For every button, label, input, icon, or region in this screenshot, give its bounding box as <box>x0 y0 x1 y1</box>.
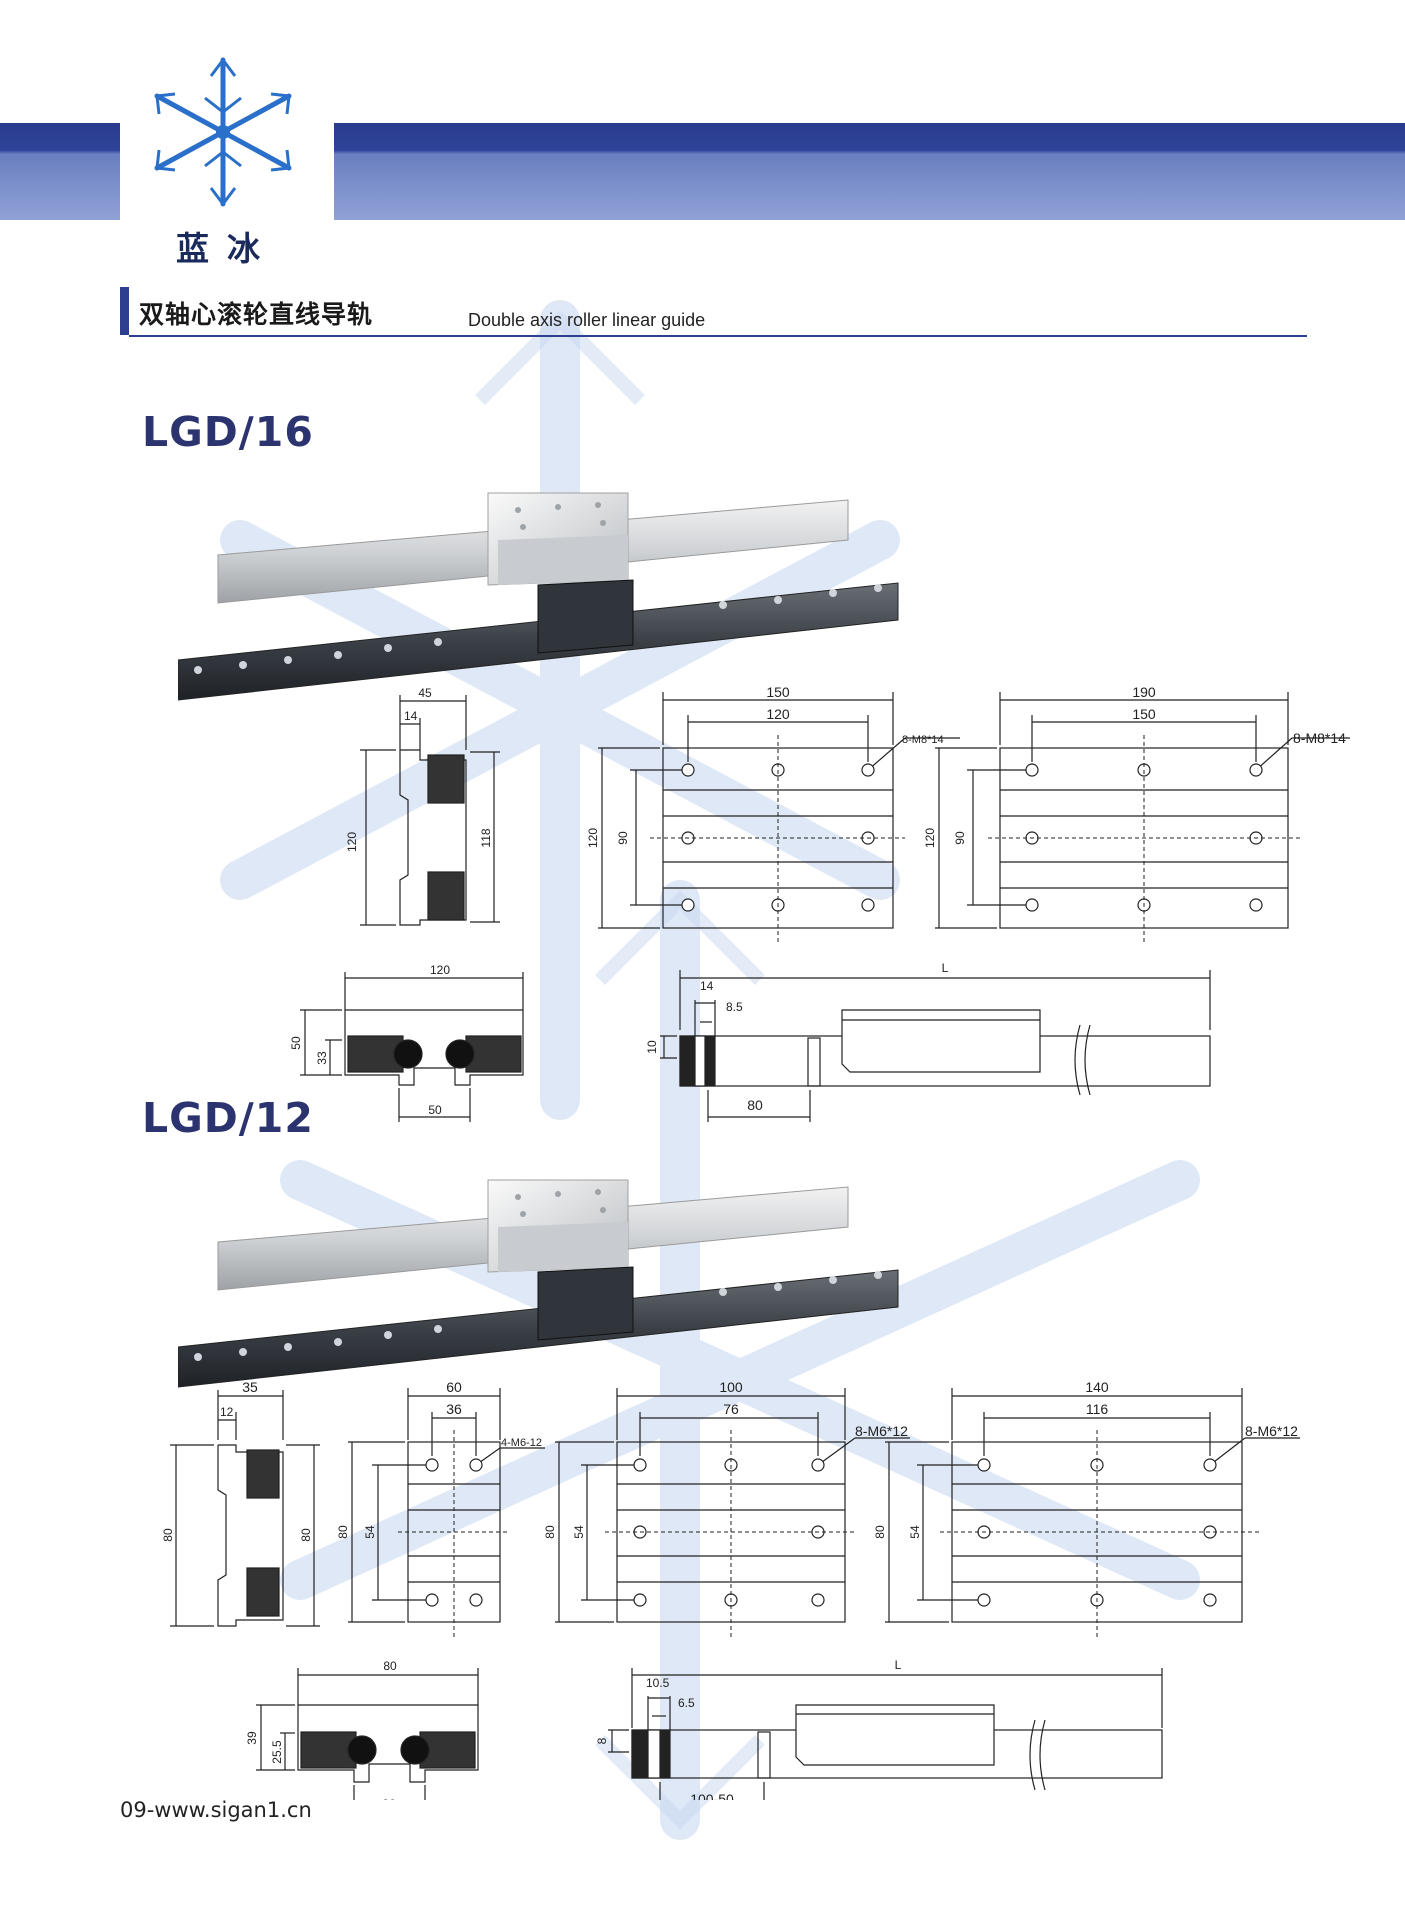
rail16-bore-label: 8.5 <box>726 1000 743 1014</box>
top16b-holes-label: 8-M8*14 <box>1293 730 1346 746</box>
top12b-inner-label: 76 <box>723 1401 739 1417</box>
side12-width-label: 35 <box>242 1380 258 1395</box>
top12b-pitch-label: 54 <box>572 1525 586 1539</box>
end16-base-label: 50 <box>428 1103 442 1117</box>
rail16-height-label: 10 <box>645 1040 659 1054</box>
section-title-cn: 双轴心滚轮直线导轨 <box>139 300 374 329</box>
top16a-holes-label: 8-M8*14 <box>902 734 944 746</box>
side16-offset-label: 14 <box>404 709 418 723</box>
header-band-right <box>334 123 1405 220</box>
drawings-lgd12: 35 12 80 80 60 36 80 54 4-M6-12 100 76 8… <box>161 1380 1300 1800</box>
top16a-inner-label: 120 <box>766 706 790 722</box>
top16b-height-label: 120 <box>923 828 937 848</box>
top12a-holes-label: 4-M6-12 <box>501 1437 542 1449</box>
rail12-hole-label: 10.5 <box>646 1676 670 1690</box>
top16b-pitch-label: 90 <box>953 831 967 845</box>
top16a-height-label: 120 <box>586 828 600 848</box>
top12a-inner-label: 36 <box>446 1401 462 1417</box>
rail16-hole-label: 14 <box>700 979 714 993</box>
top16b-inner-label: 150 <box>1132 706 1156 722</box>
side12-height-label: 80 <box>161 1528 175 1542</box>
side12-offset-label: 12 <box>220 1405 234 1419</box>
rail16-spacing-label: 80 <box>747 1097 763 1113</box>
top12b-holes-label: 8-M6*12 <box>855 1423 908 1439</box>
top12c-holes-label: 8-M6*12 <box>1245 1423 1298 1439</box>
drawings-lgd16: 45 14 120 118 150 120 120 90 8-M8*14 190… <box>289 684 1350 1122</box>
side16-height-label: 120 <box>345 832 359 852</box>
end16-width-label: 120 <box>430 963 450 977</box>
rail12-height-label: 8 <box>595 1737 609 1744</box>
side16-inner-label: 118 <box>479 828 493 847</box>
rail16-length-label: L <box>942 961 949 975</box>
side16-width-label: 45 <box>418 686 432 700</box>
section-underline <box>129 335 1307 337</box>
top16a-pitch-label: 90 <box>616 831 630 845</box>
rail12-spacing-label: 100-50 <box>690 1791 734 1800</box>
product-photo-lgd12 <box>178 1179 899 1388</box>
top12c-inner-label: 116 <box>1086 1401 1109 1417</box>
top12a-outer-label: 60 <box>446 1380 462 1395</box>
top12c-height-label: 80 <box>873 1525 887 1539</box>
top12b-height-label: 80 <box>543 1525 557 1539</box>
rail12-bore-label: 6.5 <box>678 1696 695 1710</box>
rail12-length-label: L <box>895 1658 902 1672</box>
top12c-pitch-label: 54 <box>908 1525 922 1539</box>
side12-inner-label: 80 <box>299 1528 313 1542</box>
model-title-lgd16: LGD/16 <box>142 408 314 456</box>
model-title-lgd12: LGD/12 <box>142 1094 314 1142</box>
end16-axis-label: 33 <box>315 1051 329 1065</box>
top12a-pitch-label: 54 <box>363 1525 377 1539</box>
snowflake-icon <box>154 57 292 207</box>
product-photo-lgd16 <box>178 492 899 701</box>
section-marker <box>120 287 129 335</box>
brand-name: 蓝冰 <box>176 229 278 268</box>
top16b-outer-label: 190 <box>1132 684 1156 700</box>
top16a-outer-label: 150 <box>766 684 790 700</box>
end12-axis-label: 25.5 <box>270 1740 284 1764</box>
page-footer: 09-www.sigan1.cn <box>120 1798 312 1822</box>
top12b-outer-label: 100 <box>719 1380 743 1395</box>
header-band-left <box>0 123 120 220</box>
end12-base-label: 36 <box>382 1797 396 1800</box>
top12a-height-label: 80 <box>336 1525 350 1539</box>
end12-width-label: 80 <box>383 1659 397 1673</box>
end16-height-label: 50 <box>289 1036 303 1050</box>
end12-height-label: 39 <box>245 1731 259 1745</box>
top12c-outer-label: 140 <box>1085 1380 1109 1395</box>
section-title-en: Double axis roller linear guide <box>468 310 706 330</box>
